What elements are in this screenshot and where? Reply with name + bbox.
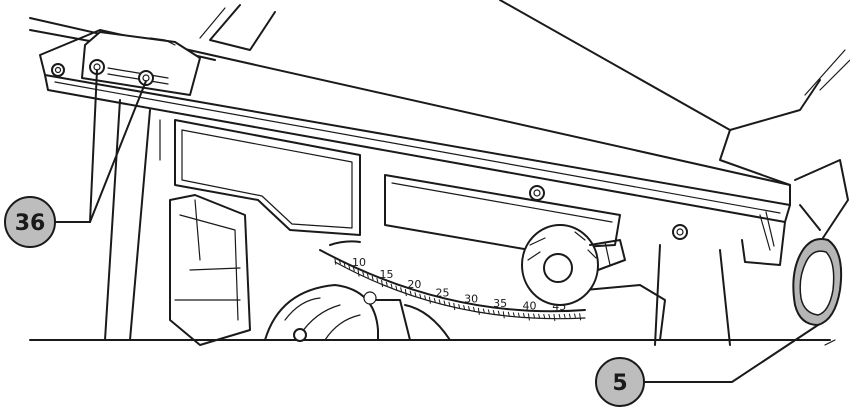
scale-tick (424, 295, 427, 300)
scale-tick (487, 309, 490, 314)
scale-tick (371, 275, 374, 281)
scale-tick (558, 313, 561, 319)
scale-tick (419, 293, 422, 298)
scale-tick (362, 271, 365, 276)
scale-tick (443, 300, 446, 305)
scale-tick (400, 287, 403, 292)
scale-tick (463, 304, 466, 310)
callout-36-label: 36 (15, 211, 46, 236)
scale-tick (477, 307, 480, 315)
scale-tick (533, 313, 535, 318)
scale-tick (428, 296, 431, 304)
rail-bolt (51, 63, 65, 77)
scale-tick (543, 313, 546, 319)
handle (792, 159, 849, 346)
scale-label: 15 (379, 268, 393, 281)
scale-tick (381, 279, 384, 288)
callout-5-label: 5 (612, 371, 627, 396)
callout-5: 5 (595, 357, 645, 407)
scale-tick (482, 308, 485, 313)
scale-tick (472, 306, 475, 312)
leader-lines (54, 69, 819, 383)
height-handwheel (264, 284, 451, 342)
scale-tick (404, 288, 407, 297)
scale-tick (522, 312, 525, 318)
scale-label: 35 (493, 297, 507, 310)
scale-tick (527, 313, 530, 321)
scale-ticks (334, 257, 582, 322)
scale-tick (357, 269, 360, 277)
scale-tick (385, 281, 388, 287)
scale-tick (453, 302, 456, 311)
scale-tick (497, 310, 500, 315)
scale-tick (352, 267, 355, 272)
scale-tick (348, 264, 351, 270)
scale-tick (492, 309, 495, 315)
scale-tick (414, 292, 417, 297)
scale-tick (338, 260, 341, 265)
scale-label: 30 (464, 293, 478, 306)
bracket-screw (138, 70, 154, 86)
bevel-lock-knob (521, 224, 626, 306)
scale-tick (502, 311, 505, 319)
fence-rail (39, 29, 791, 266)
scale-tick (507, 311, 510, 316)
scale-tick (538, 313, 541, 318)
scale-label: 40 (522, 299, 536, 312)
left-mechanism (169, 194, 251, 346)
scale-tick (343, 262, 346, 267)
scale-label: 25 (436, 286, 450, 299)
scale-label: 10 (352, 256, 366, 269)
leader-5 (639, 324, 819, 383)
scale-tick (409, 290, 412, 295)
rail-bolt (672, 224, 688, 240)
rail-bolt (529, 185, 545, 201)
scale-tick (433, 297, 436, 303)
scale-tick (573, 313, 576, 318)
table-top (29, 0, 850, 186)
fence-bracket (81, 31, 201, 96)
scale-tick (448, 301, 451, 306)
scale-tick (553, 313, 556, 322)
scale-tick (512, 312, 515, 317)
callout-36: 36 (4, 196, 56, 248)
scale-tick (334, 257, 337, 265)
cabinet-front (29, 99, 831, 346)
scale-tick (517, 312, 520, 317)
scale-tick (390, 283, 393, 288)
scale-tick (568, 313, 571, 318)
leader-36-b (89, 80, 147, 223)
scale-tick (548, 313, 551, 319)
scale-tick (579, 313, 582, 321)
scale-tick (438, 299, 441, 304)
scale-tick (376, 277, 379, 283)
scale-tick (366, 273, 369, 278)
scale-tick (468, 305, 470, 311)
scale-tick (458, 303, 461, 309)
scale-label: 20 (407, 278, 421, 291)
scale-tick (395, 285, 398, 290)
scale-tick (563, 313, 566, 319)
